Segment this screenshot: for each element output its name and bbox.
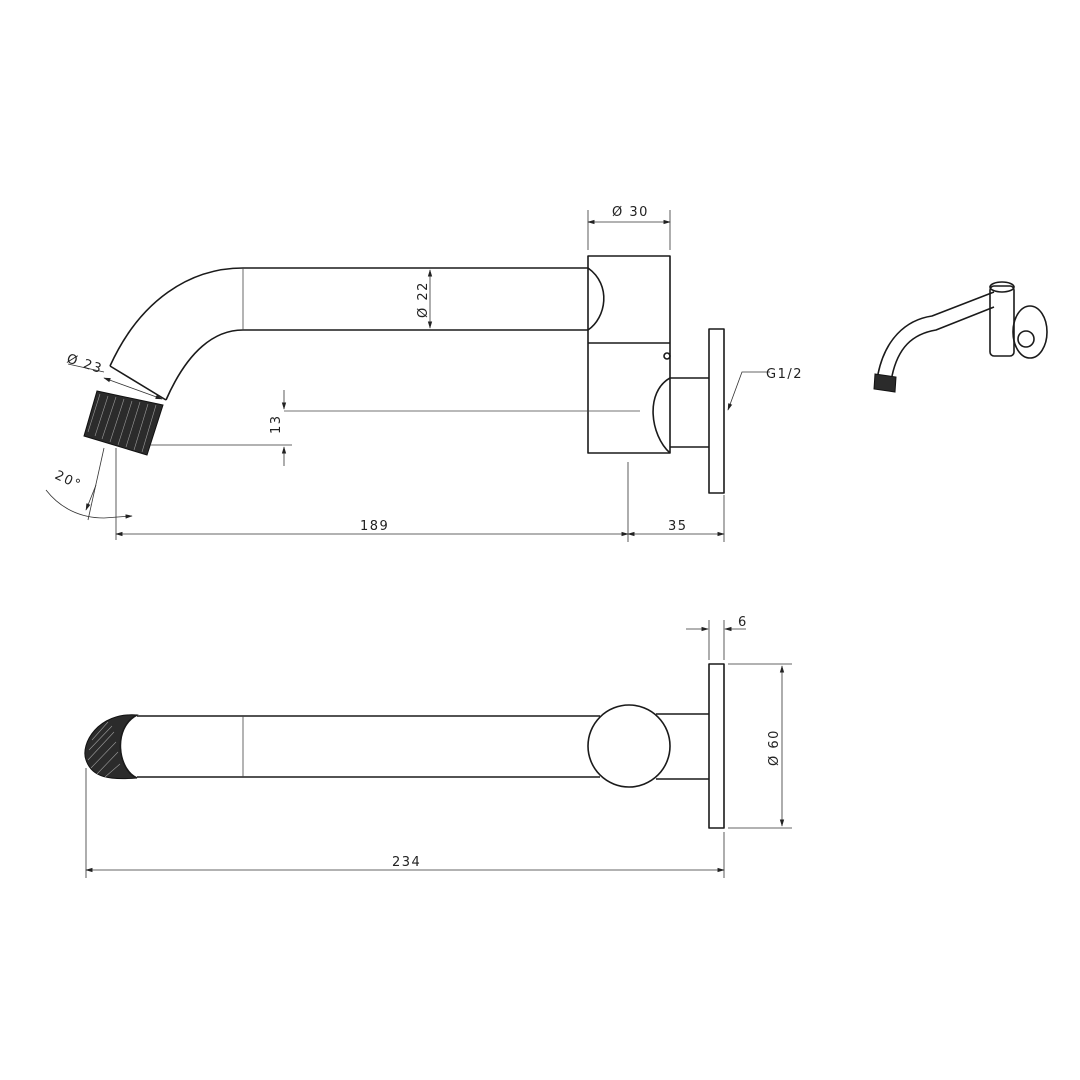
iso-view (873, 281, 1048, 393)
dim-d23-label: Ø 23 (65, 352, 105, 378)
dim-g12-label: G1/2 (766, 367, 803, 382)
dim-h13-label: 13 (269, 414, 284, 434)
body-top (587, 704, 671, 788)
dim-l189-label: 189 (360, 519, 389, 534)
dim-angle-label: 20° (52, 468, 83, 493)
top-view: 6 Ø 60 234 (84, 615, 792, 878)
body-saddle-top (587, 267, 605, 331)
dim-d60-label: Ø 60 (767, 729, 782, 766)
side-view: Ø 30 Ø 22 Ø 23 13 G1/2 20° 189 35 (45, 205, 803, 542)
aerator-top (84, 714, 139, 780)
set-screw (663, 352, 671, 360)
dim-d22-label: Ø 22 (416, 281, 431, 318)
body-saddle-bottom (652, 377, 671, 454)
dim-l35-label: 35 (668, 519, 688, 534)
dim-t6-label: 6 (738, 615, 748, 630)
wall-flange (708, 328, 725, 494)
body-block (587, 255, 671, 454)
flange-top (708, 663, 725, 829)
dim-d30-label: Ø 30 (612, 205, 649, 220)
spout-outline (109, 267, 588, 401)
dim-l234-label: 234 (392, 855, 421, 870)
aerator-side (83, 390, 164, 456)
